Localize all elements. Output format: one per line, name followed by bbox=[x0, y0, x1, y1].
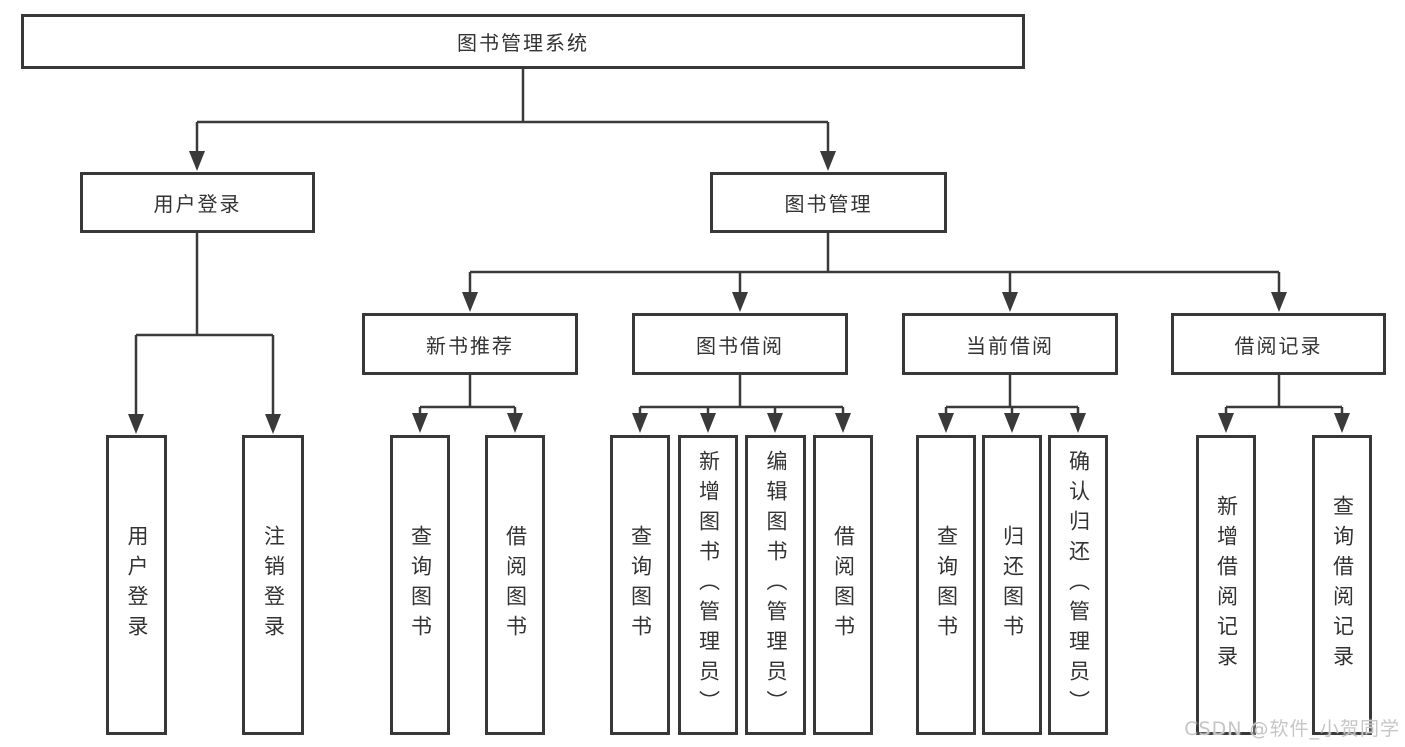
node-new-book-recommend: 新书推荐 bbox=[362, 313, 578, 375]
arrowhead-icon bbox=[507, 413, 523, 433]
leaf-borrow-add-books-admin: 新增图书（管理员） bbox=[678, 435, 738, 735]
arrowhead-icon bbox=[835, 413, 851, 433]
node-current-borrow: 当前借阅 bbox=[902, 313, 1118, 375]
leaf-recommend-query-books: 查询图书 bbox=[390, 435, 450, 735]
leaf-borrow-query-books: 查询图书 bbox=[610, 435, 670, 735]
leaf-current-confirm-return-admin: 确认归还（管理员） bbox=[1048, 435, 1108, 735]
arrowhead-icon bbox=[820, 151, 836, 171]
arrowhead-icon bbox=[938, 413, 954, 433]
leaf-current-query-books-label: 查询图书 bbox=[934, 525, 959, 645]
arrowhead-icon bbox=[462, 292, 478, 312]
leaf-user-login: 用户登录 bbox=[106, 435, 167, 735]
node-user-login-label: 用户登录 bbox=[153, 192, 242, 216]
arrowhead-icon bbox=[128, 414, 144, 434]
node-book-borrow-label: 图书借阅 bbox=[696, 333, 784, 358]
node-new-book-recommend-label: 新书推荐 bbox=[426, 333, 514, 358]
leaf-current-return-books-label: 归还图书 bbox=[1000, 525, 1025, 645]
leaf-borrow-query-books-label: 查询图书 bbox=[628, 525, 653, 645]
leaf-current-confirm-return-admin-label: 确认归还（管理员） bbox=[1066, 450, 1091, 720]
node-book-management-label: 图书管理 bbox=[784, 192, 873, 216]
arrowhead-icon bbox=[1004, 413, 1020, 433]
leaf-logout-label: 注销登录 bbox=[261, 525, 286, 645]
csdn-watermark: CSDN @软件_小贺同学 bbox=[1184, 718, 1400, 740]
leaf-borrow-edit-books-admin: 编辑图书（管理员） bbox=[745, 435, 806, 735]
arrowhead-icon bbox=[1002, 292, 1018, 312]
arrowhead-icon bbox=[412, 413, 428, 433]
arrowhead-icon bbox=[189, 151, 205, 171]
leaf-current-return-books: 归还图书 bbox=[982, 435, 1042, 735]
leaf-records-query-record-label: 查询借阅记录 bbox=[1330, 495, 1355, 675]
node-borrow-records: 借阅记录 bbox=[1171, 313, 1386, 375]
leaf-borrow-edit-books-admin-label: 编辑图书（管理员） bbox=[764, 450, 788, 720]
node-book-management: 图书管理 bbox=[710, 172, 947, 233]
arrowhead-icon bbox=[265, 414, 281, 434]
node-root: 图书管理系统 bbox=[21, 14, 1025, 69]
leaf-recommend-borrow-books-label: 借阅图书 bbox=[503, 525, 528, 645]
arrowhead-icon bbox=[700, 413, 716, 433]
node-user-login: 用户登录 bbox=[80, 172, 315, 233]
leaf-borrow-add-books-admin-label: 新增图书（管理员） bbox=[696, 450, 721, 720]
leaf-recommend-borrow-books: 借阅图书 bbox=[485, 435, 545, 735]
arrowhead-icon bbox=[1334, 413, 1350, 433]
leaf-current-query-books: 查询图书 bbox=[916, 435, 976, 735]
leaf-borrow-borrow-books-label: 借阅图书 bbox=[831, 525, 856, 645]
leaf-recommend-query-books-label: 查询图书 bbox=[408, 525, 433, 645]
leaf-records-add-record: 新增借阅记录 bbox=[1196, 435, 1256, 735]
node-borrow-records-label: 借阅记录 bbox=[1234, 333, 1323, 358]
leaf-user-login-label: 用户登录 bbox=[125, 525, 149, 645]
leaf-records-add-record-label: 新增借阅记录 bbox=[1214, 495, 1239, 675]
arrowhead-icon bbox=[632, 413, 648, 433]
leaf-records-query-record: 查询借阅记录 bbox=[1312, 435, 1372, 735]
leaf-borrow-borrow-books: 借阅图书 bbox=[813, 435, 873, 735]
arrowhead-icon bbox=[1271, 292, 1287, 312]
node-book-borrow: 图书借阅 bbox=[632, 313, 848, 375]
node-root-label: 图书管理系统 bbox=[457, 31, 589, 55]
arrowhead-icon bbox=[732, 292, 748, 312]
node-current-borrow-label: 当前借阅 bbox=[966, 333, 1054, 358]
arrowhead-icon bbox=[1070, 413, 1086, 433]
leaf-logout: 注销登录 bbox=[242, 435, 304, 735]
arrowhead-icon bbox=[767, 413, 783, 433]
arrowhead-icon bbox=[1218, 413, 1234, 433]
